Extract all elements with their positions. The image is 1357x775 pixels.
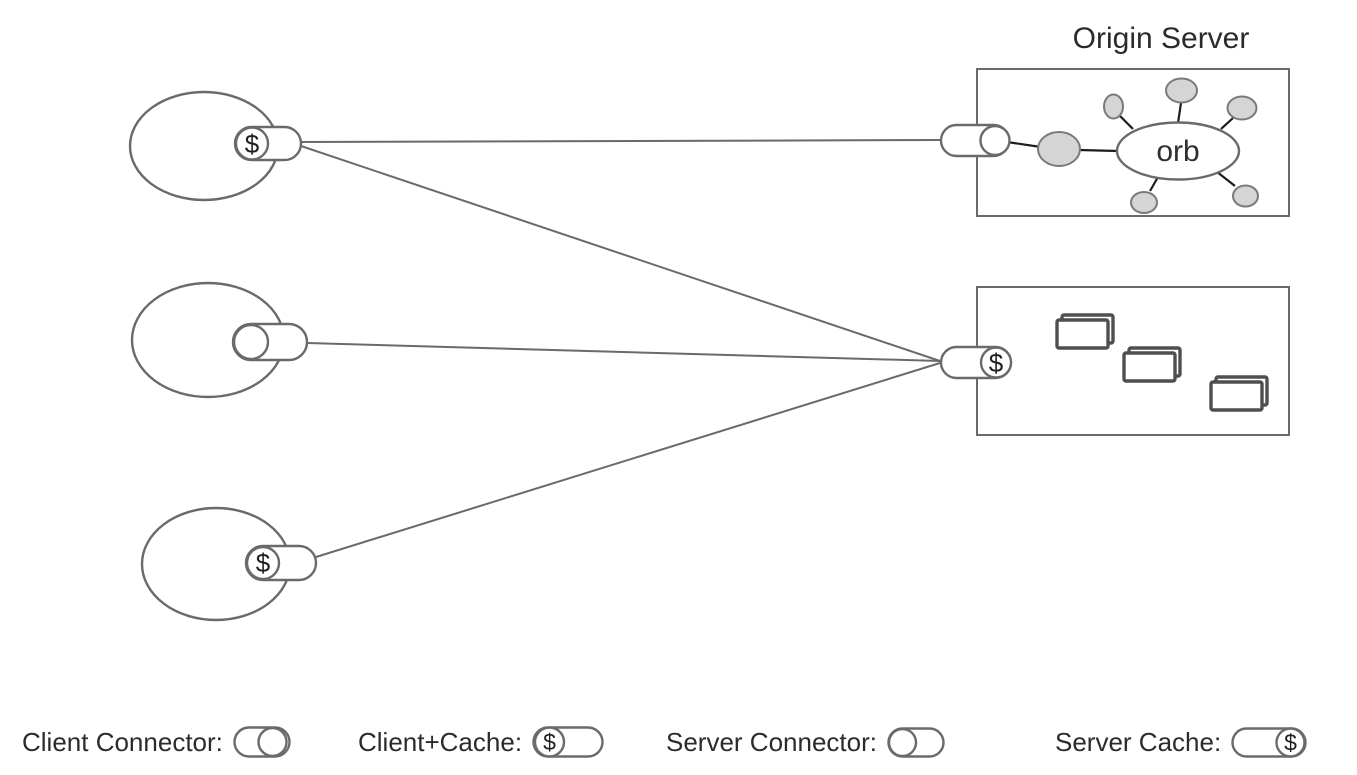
origin-server-title: Origin Server (1073, 22, 1250, 55)
client-cache-icon: $ (532, 726, 604, 758)
cache-circle (1275, 726, 1306, 758)
legend-label: Client Connector: (22, 726, 223, 757)
document-front (1055, 318, 1110, 350)
rest-architecture-diagram: $ $ Origin Server orb (128, 22, 1290, 622)
orb-node (1115, 121, 1241, 181)
satellite-node (1103, 93, 1124, 120)
legend-item-server-cache: Server Cache: $ (1055, 712, 1307, 772)
cache-dollar: $ (245, 129, 260, 159)
document-stack-icon (1209, 375, 1269, 412)
connector-circle (979, 124, 1011, 157)
connection-line-middle-to-cache (306, 342, 941, 362)
document-stack-icon (1122, 346, 1182, 383)
connector-circle (232, 323, 270, 361)
connection-line-top-to-origin (299, 139, 946, 143)
client-bottom-connector: $ (244, 544, 318, 582)
legend-label: Client+Cache: (358, 726, 523, 757)
spoke-line (1220, 117, 1234, 130)
origin-server: Origin Server orb (939, 22, 1290, 217)
legend-item-client-cache: Client+Cache: $ (358, 712, 604, 772)
cache-dollar: $ (1284, 729, 1297, 755)
satellite-node (1165, 77, 1198, 104)
connector-circle (887, 727, 918, 757)
spoke-line (1078, 148, 1119, 153)
legend-item-client-connector: Client Connector: (22, 712, 291, 772)
legend: Client Connector: Client+Cache: $ Server… (0, 712, 1357, 775)
legend-label: Server Cache: (1055, 726, 1222, 757)
spoke-line (1119, 115, 1134, 130)
spoke-line (1176, 102, 1183, 124)
document-stack-icon (1055, 313, 1115, 350)
orb-label: orb (1156, 135, 1199, 168)
cache-circle (979, 346, 1013, 379)
cache-dollar: $ (256, 548, 271, 578)
spoke-line (1149, 176, 1159, 192)
satellite-node (1130, 191, 1158, 214)
cache-circle (234, 126, 270, 161)
process-node (1037, 131, 1081, 167)
cache-dollar: $ (543, 729, 556, 755)
connection-line-top-to-cache (300, 145, 941, 362)
cache-server: $ (939, 286, 1290, 436)
origin-server-connector (939, 123, 1011, 158)
legend-label: Server Connector: (666, 726, 877, 757)
satellite-node (1232, 184, 1259, 208)
client-connector-icon (233, 726, 291, 758)
cache-circle (533, 726, 566, 758)
document-front (1209, 380, 1264, 412)
client-top-connector: $ (233, 125, 303, 162)
cache-dollar: $ (989, 348, 1004, 378)
server-cache-icon: $ (1231, 726, 1307, 758)
spoke-line (1006, 140, 1042, 149)
cache-circle (245, 545, 281, 581)
document-front (1122, 351, 1177, 383)
legend-item-server-connector: Server Connector: (666, 712, 945, 772)
satellite-node (1226, 95, 1258, 121)
cache-server-connector: $ (939, 345, 1013, 380)
client-middle-connector (231, 322, 309, 362)
connection-line-bottom-to-cache (315, 362, 941, 558)
connector-circle (257, 726, 288, 758)
server-connector-icon (887, 726, 945, 758)
